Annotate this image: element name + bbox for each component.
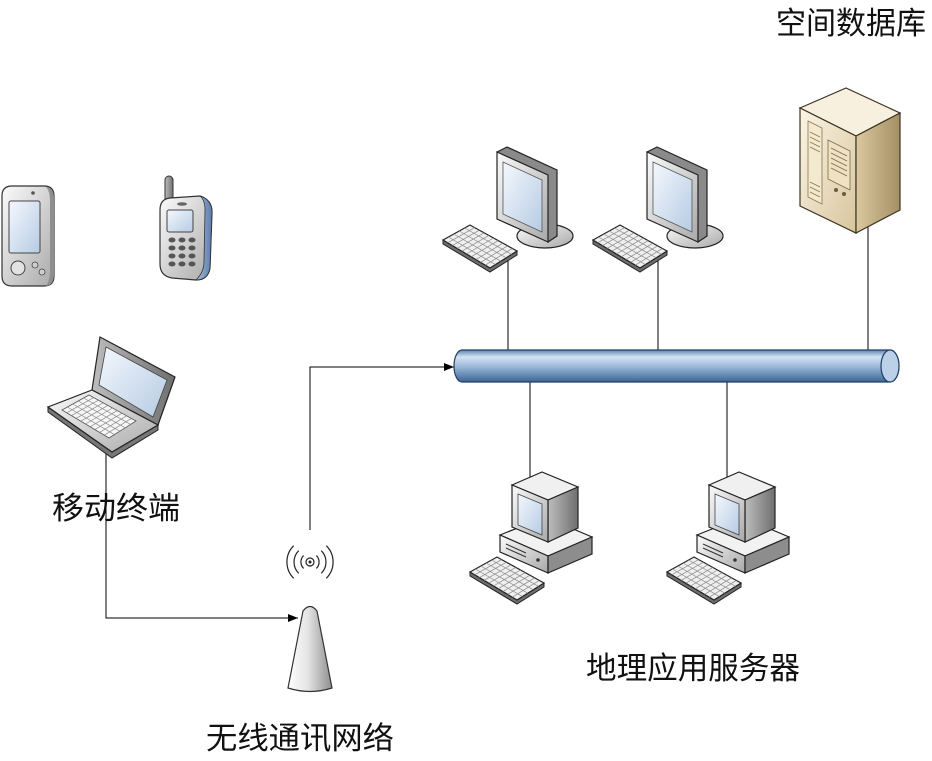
phone-keypad [168, 237, 196, 267]
label-wireless-network: 无线通讯网络 [206, 721, 394, 757]
app-server-right-icon [667, 472, 789, 604]
server-bay-panel [807, 120, 823, 205]
pda-button [38, 268, 46, 276]
server-drive-slots [830, 147, 848, 177]
laptop-icon [46, 336, 176, 459]
label-spatial-database: 空间数据库 [776, 6, 926, 42]
app-server-left-icon [470, 472, 592, 604]
bus-pipe-end [880, 349, 900, 383]
antenna-tower [287, 605, 333, 693]
cell-phone-icon [159, 175, 213, 281]
server-tower-icon [798, 87, 902, 234]
server-status-light [842, 192, 846, 196]
pda-nav-button [10, 260, 26, 276]
radio-waves-icon [286, 545, 334, 579]
label-mobile-terminal: 移动终端 [52, 491, 180, 527]
workstation-right-icon [593, 147, 723, 272]
laptop-screen [98, 346, 168, 418]
label-geo-app-server: 地理应用服务器 [586, 651, 800, 687]
phone-side [195, 195, 213, 281]
connector-laptop-to-antenna [105, 454, 298, 622]
bus-pipe-body [453, 349, 900, 383]
pda-button [31, 261, 39, 269]
network-bus-pipe [453, 349, 900, 383]
pda-side [46, 187, 54, 286]
server-drive-panel [827, 139, 851, 191]
phone-earpiece [177, 202, 187, 206]
phone-screen [166, 209, 194, 233]
pda-speaker [31, 191, 35, 195]
pda-screen [8, 200, 41, 254]
antenna-center-dot [308, 560, 312, 564]
server-power-button [834, 188, 838, 192]
connector-antenna-to-bus [309, 363, 454, 530]
server-side [855, 112, 901, 234]
workstation-left-icon [443, 147, 573, 272]
pda-icon [1, 185, 55, 287]
antenna-tower-icon [286, 545, 334, 693]
server-vents [809, 131, 821, 198]
